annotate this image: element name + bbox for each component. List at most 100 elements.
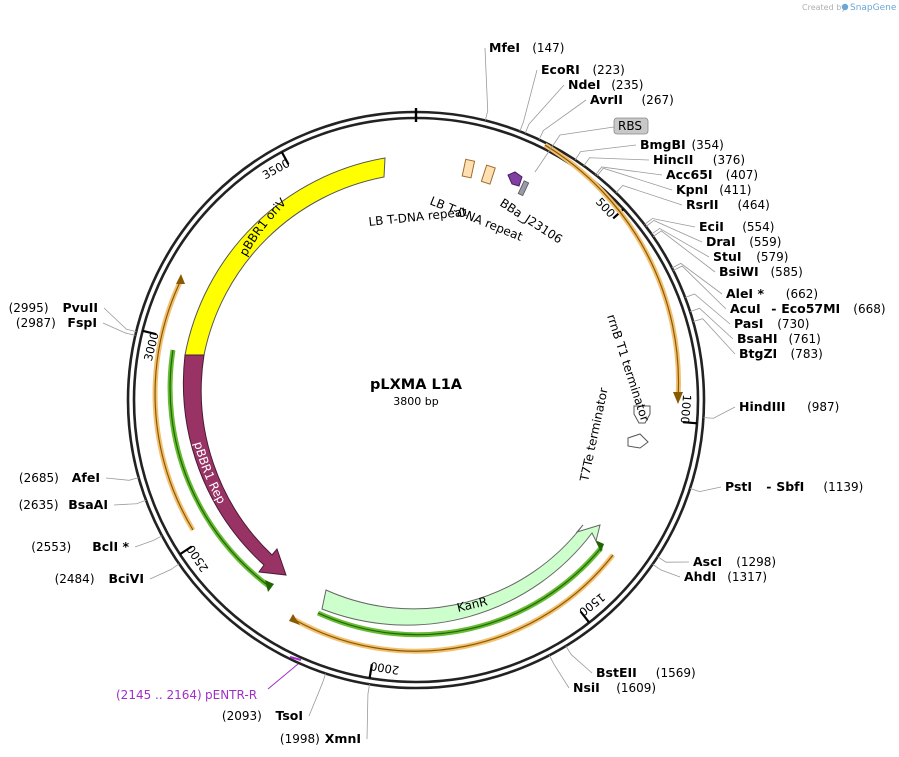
- ruler-tick: [579, 610, 591, 624]
- plasmid-name: pLXMA L1A: [370, 377, 463, 393]
- site-leader: [652, 563, 681, 578]
- snapgene-credit: Created by SnapGene: [802, 3, 897, 13]
- site-position: (407): [726, 168, 758, 182]
- rrnb-label: rrnB T1 terminator: [604, 313, 652, 424]
- site-position: (554): [742, 220, 774, 234]
- rbs-label: RBS: [618, 119, 642, 133]
- orf-arc-right: [543, 142, 681, 400]
- site-leader: [644, 218, 696, 228]
- site-position: (1298): [736, 555, 776, 569]
- lb-repeat-box-2: [480, 164, 496, 185]
- site-leader: [113, 499, 147, 506]
- site-name: BclI *: [92, 539, 129, 554]
- restriction-sites: MfeI(147)EcoRI(223)NdeI(235)AvrII(267)Bm…: [9, 40, 886, 746]
- kanr-feature: [321, 524, 601, 626]
- orf-arc-kanr-head: [289, 614, 300, 625]
- ruler-tick: [280, 151, 290, 165]
- site-position: (464): [738, 198, 770, 212]
- site-name: DraI: [706, 234, 736, 249]
- site-name: BsiWI: [719, 264, 759, 279]
- site-name: RsrII: [686, 197, 719, 212]
- site-position: (585): [771, 265, 803, 279]
- site-name: NsiI: [573, 680, 600, 695]
- site-position: (559): [749, 235, 781, 249]
- site-position: (1609): [616, 681, 656, 695]
- site-leader: [703, 406, 736, 419]
- site-leader: [689, 486, 722, 493]
- site-position: (354): [692, 138, 724, 152]
- primer-pentr-r: (2145 .. 2164) pENTR-R: [116, 656, 302, 702]
- site-position: (1998): [280, 732, 320, 746]
- orf-arc-left-core: [154, 279, 194, 531]
- site-name: AfeI: [72, 470, 100, 485]
- site-leader: [645, 220, 703, 243]
- site-position: (147): [532, 41, 564, 55]
- site-name: PvuII: [62, 300, 98, 315]
- site-leader: [102, 322, 136, 336]
- site-name: BsaAI: [68, 497, 108, 512]
- site-name: BstEII: [596, 665, 637, 680]
- ruler-tick: [682, 421, 698, 425]
- rbs-leader-2: [559, 126, 615, 136]
- site-name-2: SbfI: [776, 479, 804, 494]
- rrnb-terminator-icon: [633, 405, 651, 424]
- site-leader: [673, 265, 727, 310]
- site-position: (376): [713, 153, 745, 167]
- site-leader: [595, 166, 663, 176]
- site-name: AcuI: [730, 301, 761, 316]
- site-name: EcoRI: [541, 62, 580, 77]
- site-leader: [574, 144, 637, 161]
- site-position: (2484): [55, 572, 95, 586]
- site-name: AvrII: [590, 92, 623, 107]
- pbbr1-oriv-feature: [184, 157, 386, 356]
- site-position: (2553): [31, 540, 71, 554]
- ruler-tick-label: 1500: [576, 590, 608, 619]
- ruler-tick-label: 3500: [260, 156, 292, 182]
- site-leader: [615, 185, 683, 206]
- site-leader: [103, 307, 137, 332]
- rbs-marker: [517, 180, 530, 197]
- site-name: PstI: [725, 479, 752, 494]
- ruler-tick-label: 1000: [678, 394, 694, 424]
- site-name: HincII: [653, 152, 693, 167]
- site-leader: [484, 47, 489, 121]
- site-leader: [105, 477, 139, 481]
- site-name: BciVI: [108, 571, 144, 586]
- orf-arc-left-head: [176, 274, 185, 284]
- site-position: (783): [791, 347, 823, 361]
- site-position: (411): [719, 183, 751, 197]
- ruler-tick-label: 2500: [184, 542, 212, 574]
- kanr-label: KanR: [456, 594, 489, 615]
- green-arc-rep-head: [265, 580, 274, 592]
- green-arc-rep-core: [169, 349, 271, 588]
- green-arc-kanr-core: [317, 547, 602, 636]
- site-position: (730): [777, 317, 809, 331]
- created-by-text: Created by: [802, 3, 846, 12]
- site-leader: [149, 563, 180, 580]
- green-arc-kanr-head: [595, 540, 604, 552]
- site-position: (579): [756, 250, 788, 264]
- site-name: BsaHI: [737, 331, 778, 346]
- site-position: (1139): [823, 480, 863, 494]
- site-leader: [524, 84, 565, 134]
- site-leader: [538, 99, 587, 140]
- site-leader: [596, 167, 673, 191]
- site-leader: [689, 307, 734, 340]
- t7te-label: T7Te terminator: [577, 387, 611, 484]
- site-name: HindIII: [739, 399, 786, 414]
- site-position: (235): [611, 78, 643, 92]
- pbbr1-rep-feature: [182, 354, 287, 576]
- primer-name: pENTR-R: [205, 688, 257, 702]
- site-position: (2995): [9, 301, 49, 315]
- site-leader: [548, 655, 570, 689]
- site-leader: [366, 684, 370, 740]
- site-name: XmnI: [325, 731, 361, 746]
- snapgene-brand: SnapGene: [850, 3, 897, 13]
- primer-leader: [267, 663, 299, 690]
- site-position: (987): [807, 400, 839, 414]
- site-position: (2635): [19, 498, 59, 512]
- rbs-box: [613, 117, 649, 135]
- site-leader: [519, 69, 538, 132]
